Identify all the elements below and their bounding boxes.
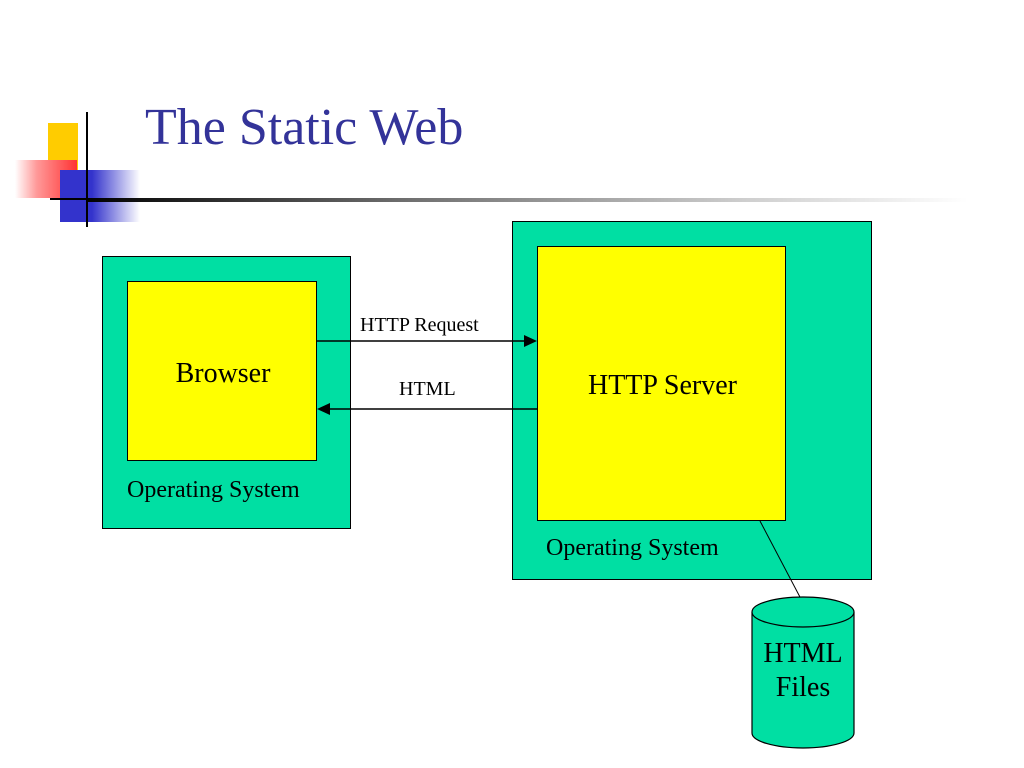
http-server-box: HTTP Server [537, 246, 786, 521]
browser-box: Browser [127, 281, 317, 461]
client-os-label: Operating System [127, 477, 300, 503]
browser-label: Browser [175, 358, 271, 389]
title-underline-rule [88, 198, 968, 202]
http-server-label: HTTP Server [587, 370, 738, 401]
http-request-label: HTTP Request [360, 314, 479, 336]
logo-vertical-line [86, 112, 88, 227]
server-os-label: Operating System [546, 535, 719, 561]
html-files-label-line2: Files [775, 672, 831, 703]
html-files-label-line1: HTML [763, 638, 843, 669]
page-title: The Static Web [145, 99, 464, 156]
html-files-label: HTML Files [752, 637, 854, 705]
logo-blue-square [60, 170, 140, 222]
html-response-label: HTML [399, 378, 456, 400]
